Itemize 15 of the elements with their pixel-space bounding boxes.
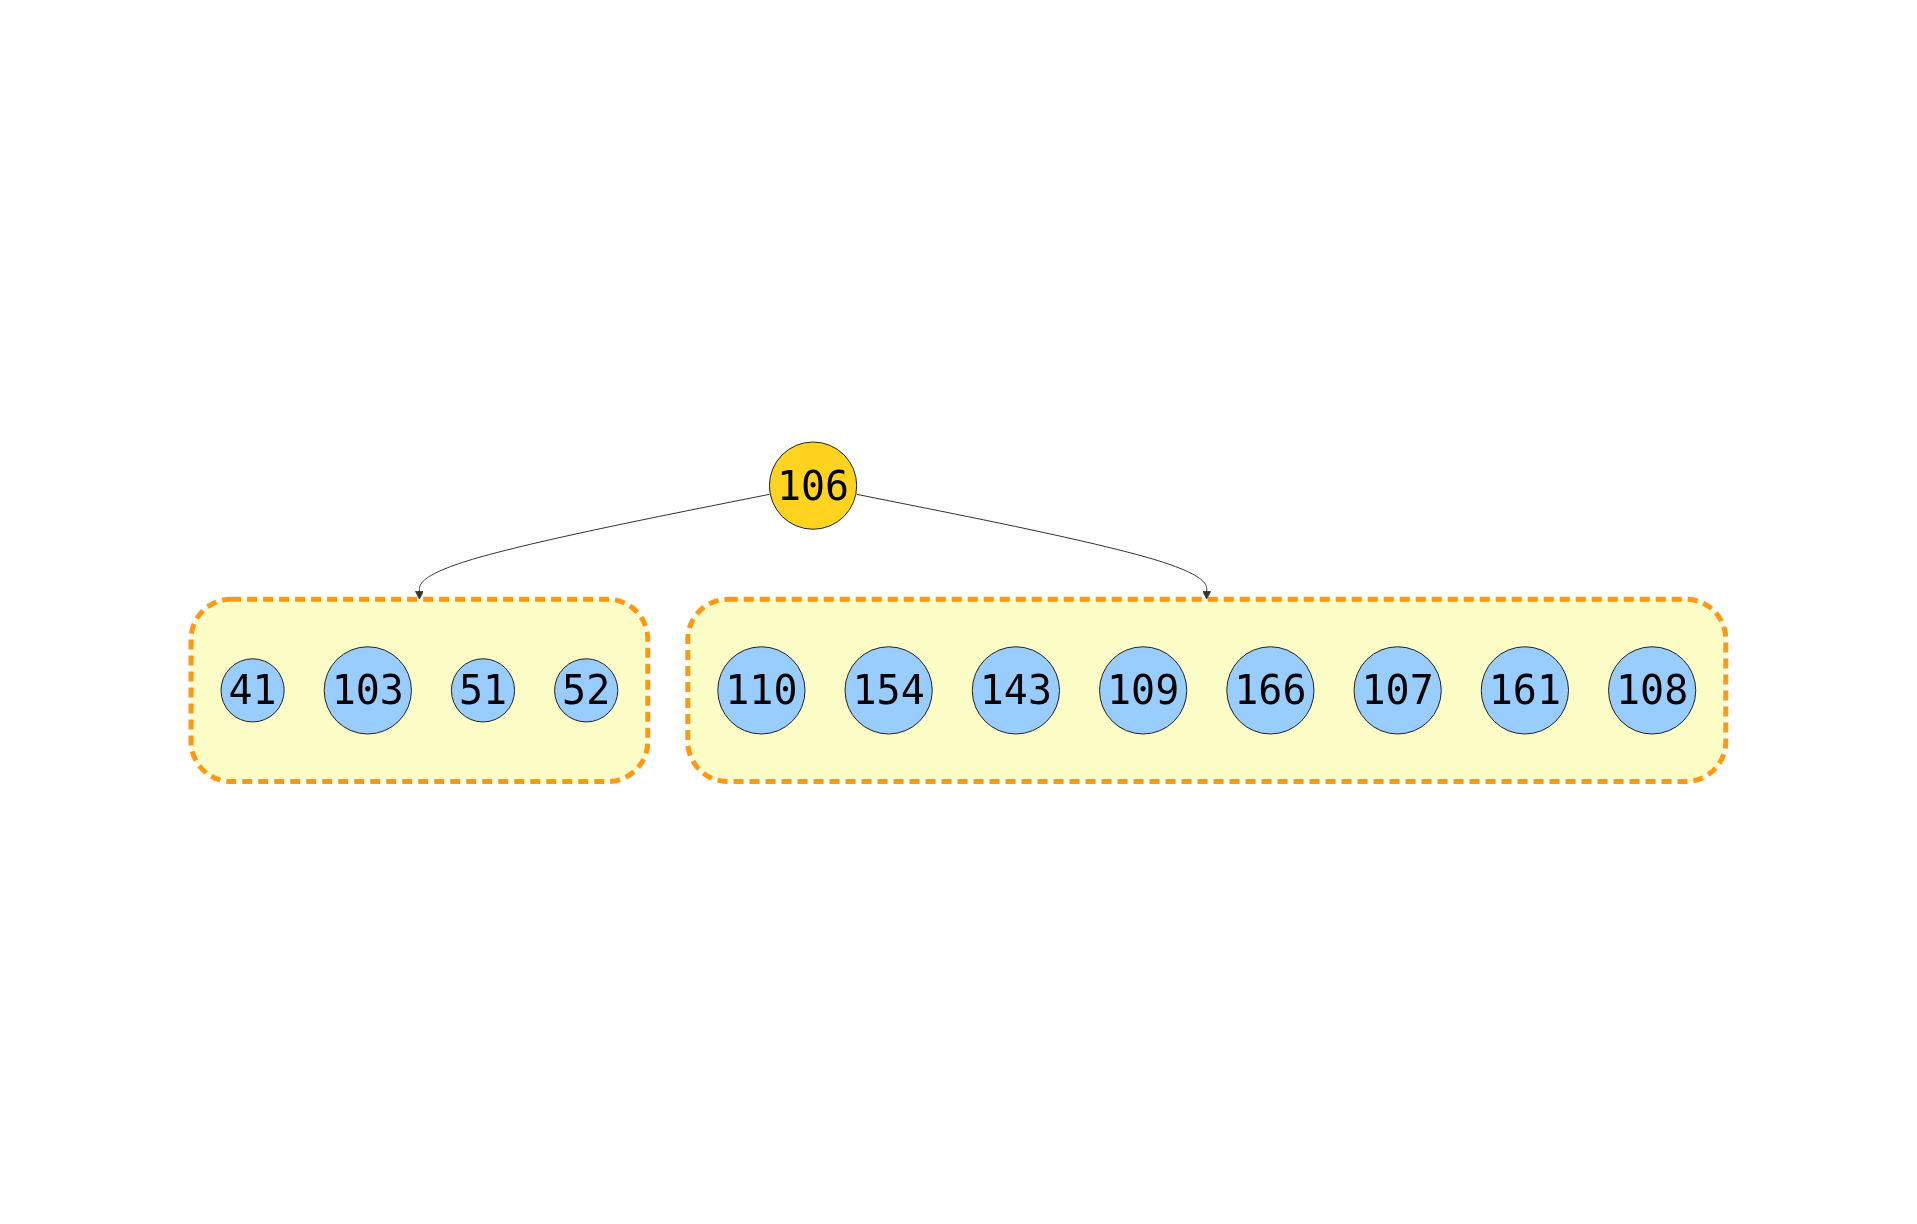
node-circle: 166 xyxy=(1226,646,1315,735)
node-circle: 106 xyxy=(769,441,858,530)
node-circle: 103 xyxy=(323,646,413,735)
node-circle: 110 xyxy=(717,646,806,735)
node-circle: 108 xyxy=(1608,646,1697,735)
node-circle: 52 xyxy=(554,658,619,723)
node-circle: 41 xyxy=(220,658,285,723)
node-circle: 107 xyxy=(1353,646,1442,735)
cluster xyxy=(188,597,651,785)
node-circle: 143 xyxy=(971,646,1061,735)
node-circle: 154 xyxy=(844,646,933,735)
node-circle: 109 xyxy=(1099,646,1188,735)
node-circle: 161 xyxy=(1480,646,1570,735)
cluster xyxy=(685,597,1729,785)
node-circle: 51 xyxy=(451,658,516,723)
